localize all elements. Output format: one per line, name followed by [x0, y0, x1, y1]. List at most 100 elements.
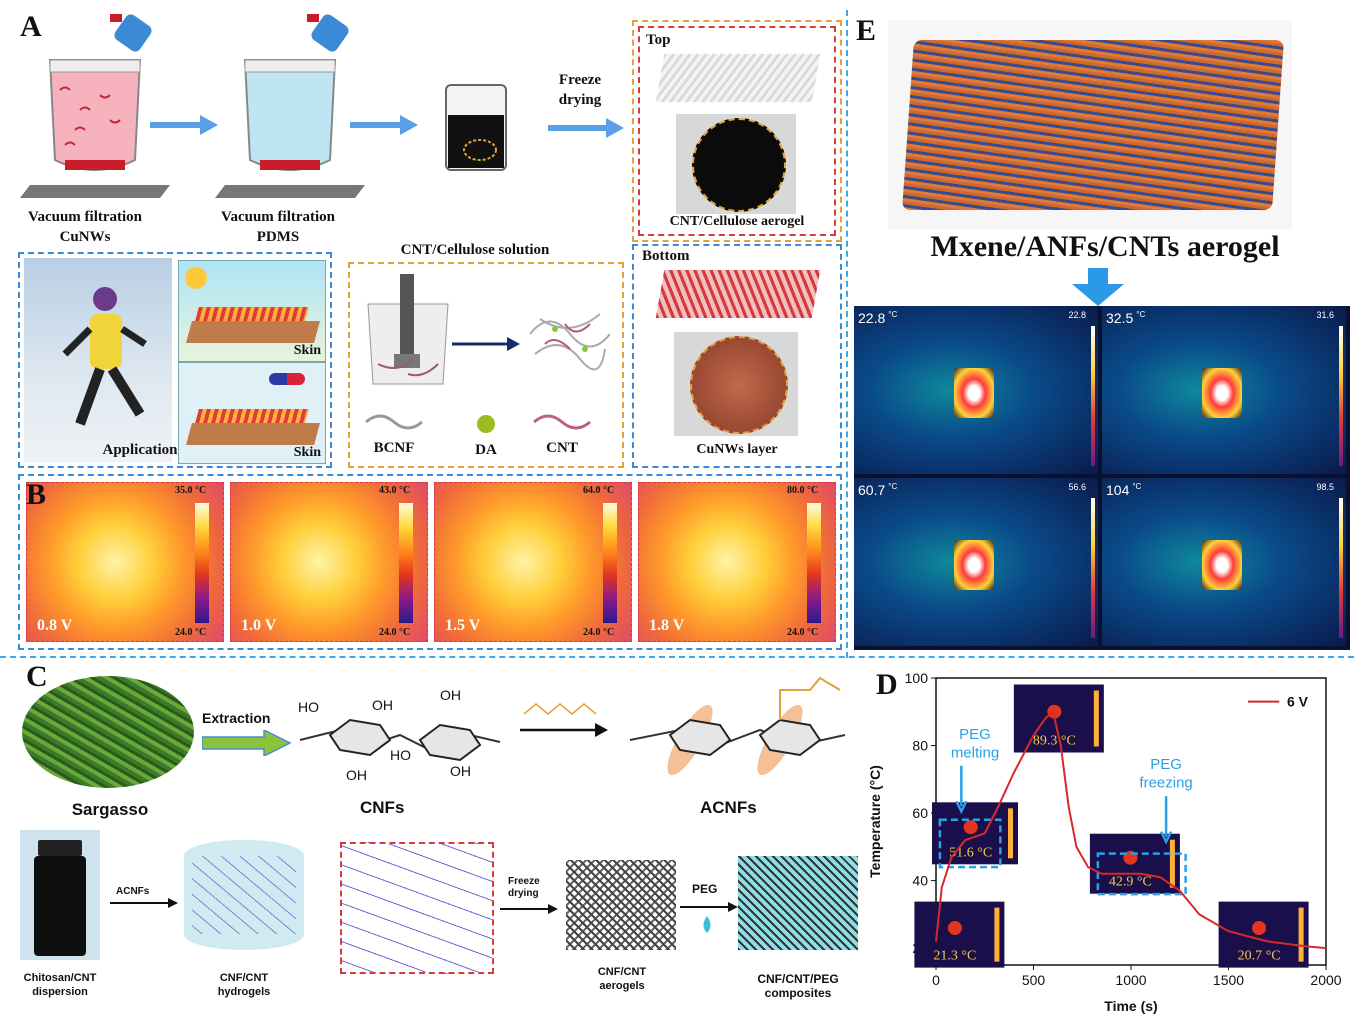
- y-tick-label: 80: [912, 738, 928, 754]
- acnfs-label: ACNFs: [700, 798, 757, 817]
- ir-frame: 104°C 98.5: [1102, 478, 1346, 646]
- scale-max-label: 64.0 °C: [583, 485, 615, 496]
- y-tick-label: 60: [912, 805, 928, 821]
- heater-device: [1202, 540, 1242, 590]
- separator-vertical: [846, 10, 848, 658]
- dispersion-line2: dispersion: [32, 986, 88, 998]
- inset-temp-label: 89.3 °C: [1033, 734, 1076, 749]
- aerogels-line1: CNF/CNT: [597, 966, 647, 978]
- acnfs-structure-illustration: [629, 676, 846, 776]
- bottom-outer-box: Bottom CuNWs layer: [632, 244, 842, 468]
- freezing-highlight-box: [1096, 852, 1187, 896]
- cnt-aerogel-photo: [676, 114, 796, 214]
- inset-temp-label: 42.9 °C: [1109, 875, 1152, 890]
- scale-max-readout: 31.6: [1316, 310, 1334, 320]
- acnfs-small-label: ACNFs: [116, 886, 150, 897]
- funnel-pdms-illustration: [215, 59, 365, 198]
- skin-label-top: Skin: [293, 343, 321, 358]
- skin-label-bottom: Skin: [293, 445, 321, 460]
- freeze-line2: drying: [558, 92, 602, 108]
- funnel-cunws-illustration: [20, 59, 170, 198]
- melting-arrowhead-icon: [955, 800, 968, 815]
- series-line: [935, 709, 1327, 950]
- sargasso-label: Sargasso: [71, 800, 149, 819]
- bottom-label: Bottom: [642, 248, 690, 264]
- scale-max-label: 43.0 °C: [379, 485, 411, 496]
- sargasso-photo: [22, 676, 194, 788]
- svg-text:OH: OH: [372, 697, 393, 713]
- temp-readout: 104°C: [1106, 482, 1142, 498]
- reagent-structure-icon: [523, 703, 597, 715]
- freeze-line2-c: drying: [508, 888, 539, 899]
- da-legend-icon: [477, 415, 495, 433]
- step1-line1: Vacuum filtration: [27, 209, 143, 225]
- svg-text:OH: OH: [450, 763, 471, 779]
- thermal-inset: 21.3 °C: [914, 901, 1005, 968]
- y-tick-label: 40: [912, 873, 928, 889]
- color-scale-bar: [195, 503, 209, 623]
- ir-frame: 43.0 °C 24.0 °C 1.0 V: [230, 482, 428, 642]
- top-caption: CNT/Cellulose aerogel: [669, 214, 805, 229]
- cnfs-label: CNFs: [360, 798, 405, 817]
- color-scale-bar: [1091, 326, 1095, 466]
- stirrer-illustration: [367, 274, 449, 385]
- solution-title: CNT/Cellulose solution: [400, 242, 550, 258]
- scale-max-readout: 98.5: [1316, 482, 1334, 492]
- beaker-cnt-solution-icon: [445, 84, 507, 171]
- step2-line2: PDMS: [256, 229, 300, 245]
- arrow-right-icon: [520, 723, 608, 737]
- svg-text:HO: HO: [298, 699, 319, 715]
- temperature-chart: 050010001500200020406080100Time (s)Tempe…: [867, 670, 1342, 1014]
- panel-c-letter: C: [26, 660, 48, 693]
- melting-highlight-box: [938, 818, 1002, 869]
- extraction-label: Extraction: [202, 710, 271, 726]
- freeze-line1-c: Freeze: [508, 876, 540, 887]
- inset-temp-label: 51.6 °C: [949, 845, 992, 860]
- voltage-label: 0.8 V: [37, 617, 73, 634]
- scale-max-readout: 22.8: [1068, 310, 1086, 320]
- heater-device: [954, 368, 994, 418]
- step2-line1: Vacuum filtration: [220, 209, 336, 225]
- application-label: Application: [102, 442, 178, 458]
- cnt-legend-icon: [533, 414, 591, 430]
- scale-min-label: 24.0 °C: [583, 627, 615, 638]
- x-axis-label: Time (s): [1104, 998, 1157, 1014]
- freezing-arrowhead-icon: [1159, 831, 1173, 845]
- composite-cube: [738, 856, 858, 950]
- panel-c: C Sargasso Extraction HO OH OH HO OH OH …: [0, 660, 870, 1019]
- hydrogel-cylinder: [184, 840, 304, 950]
- top-layer-illustration: [655, 54, 821, 102]
- top-label: Top: [646, 32, 671, 48]
- voltage-label: 1.0 V: [241, 617, 277, 634]
- thermal-inset: 20.7 °C: [1218, 901, 1309, 968]
- skin-heater-bottom: Skin: [178, 362, 326, 464]
- panel-e-letter: E: [856, 14, 877, 47]
- hydrogels-line1: CNF/CNT: [219, 972, 269, 984]
- thermal-inset: 51.6 °C: [932, 802, 1018, 865]
- peg-melting-label-line2: melting: [951, 744, 999, 761]
- legend-bcnf: BCNF: [373, 440, 415, 456]
- cnfs-structure-illustration: HO OH OH HO OH OH: [298, 687, 501, 783]
- peg-freezing-label-line2: freezing: [1139, 775, 1192, 792]
- zoom-box: [340, 842, 494, 974]
- svg-text:OH: OH: [440, 687, 461, 703]
- thermal-inset: 42.9 °C: [1089, 833, 1180, 894]
- scale-min-label: 24.0 °C: [379, 627, 411, 638]
- scale-max-label: 35.0 °C: [175, 485, 207, 496]
- peg-freezing-label-line1: PEG: [1150, 756, 1182, 773]
- application-box: Application Skin Skin: [18, 252, 332, 468]
- voltage-label: 1.8 V: [649, 617, 685, 634]
- color-scale-bar: [807, 503, 821, 623]
- x-tick-label: 1500: [1213, 972, 1244, 988]
- arrow-right-icon: [680, 902, 738, 912]
- panel-d: D 050010001500200020406080100Time (s)Tem…: [860, 660, 1354, 1019]
- y-axis-label: Temperature (°C): [867, 765, 883, 878]
- scale-max-label: 80.0 °C: [787, 485, 819, 496]
